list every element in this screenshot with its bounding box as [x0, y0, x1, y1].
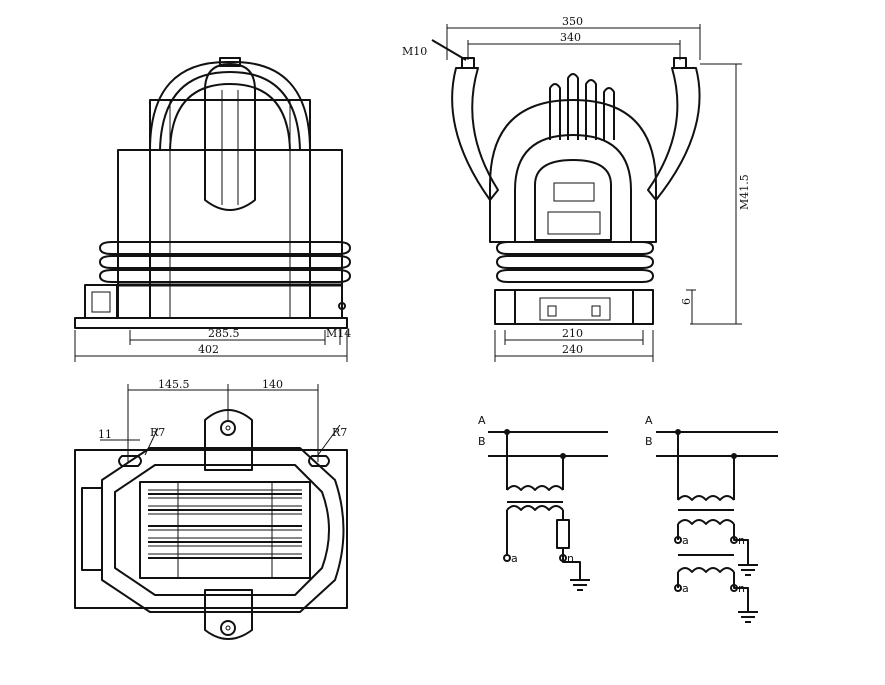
- sch1-term-1: a: [511, 552, 518, 565]
- front-dim-bottom: 402: [198, 343, 219, 356]
- sch2-label-b: B: [645, 435, 653, 448]
- sch2-term-2: n: [738, 534, 745, 547]
- schematic-left: A B a n: [478, 414, 608, 591]
- sch2-term-1: a: [682, 534, 689, 547]
- sch1-label-a: A: [478, 414, 486, 427]
- sch2-term-3: a: [682, 582, 689, 595]
- side-dim-top: 350: [562, 15, 583, 28]
- plan-dim-small: 11: [98, 428, 112, 441]
- sch2-term-4: n: [738, 582, 745, 595]
- side-dim-second: 340: [560, 31, 581, 44]
- plan-dim-r-left: R7: [150, 426, 165, 439]
- sch1-label-b: B: [478, 435, 486, 448]
- side-dim-base1: 210: [562, 327, 583, 340]
- plan-view: 145.5 140 11 R7 R7: [74, 378, 348, 640]
- schematic-right: A B a n a n: [645, 414, 778, 623]
- sch2-label-a: A: [645, 414, 653, 427]
- side-dim-base2: 240: [562, 343, 583, 356]
- plan-dim-r-right: R7: [332, 426, 347, 439]
- side-dim-height: M41.5: [738, 174, 751, 210]
- front-dim-small: M14: [326, 327, 351, 340]
- front-view: 285.5 402 M14: [74, 57, 351, 362]
- side-dim-callout: M10: [402, 45, 427, 58]
- side-view: 350 340 M10 210 240 M41.5 6: [402, 15, 751, 362]
- plan-dim-right: 140: [262, 378, 283, 391]
- front-dim-mid: 285.5: [208, 327, 240, 340]
- plan-dim-left: 145.5: [158, 378, 190, 391]
- side-dim-small: 6: [680, 298, 693, 305]
- sch1-term-2: n: [567, 552, 574, 565]
